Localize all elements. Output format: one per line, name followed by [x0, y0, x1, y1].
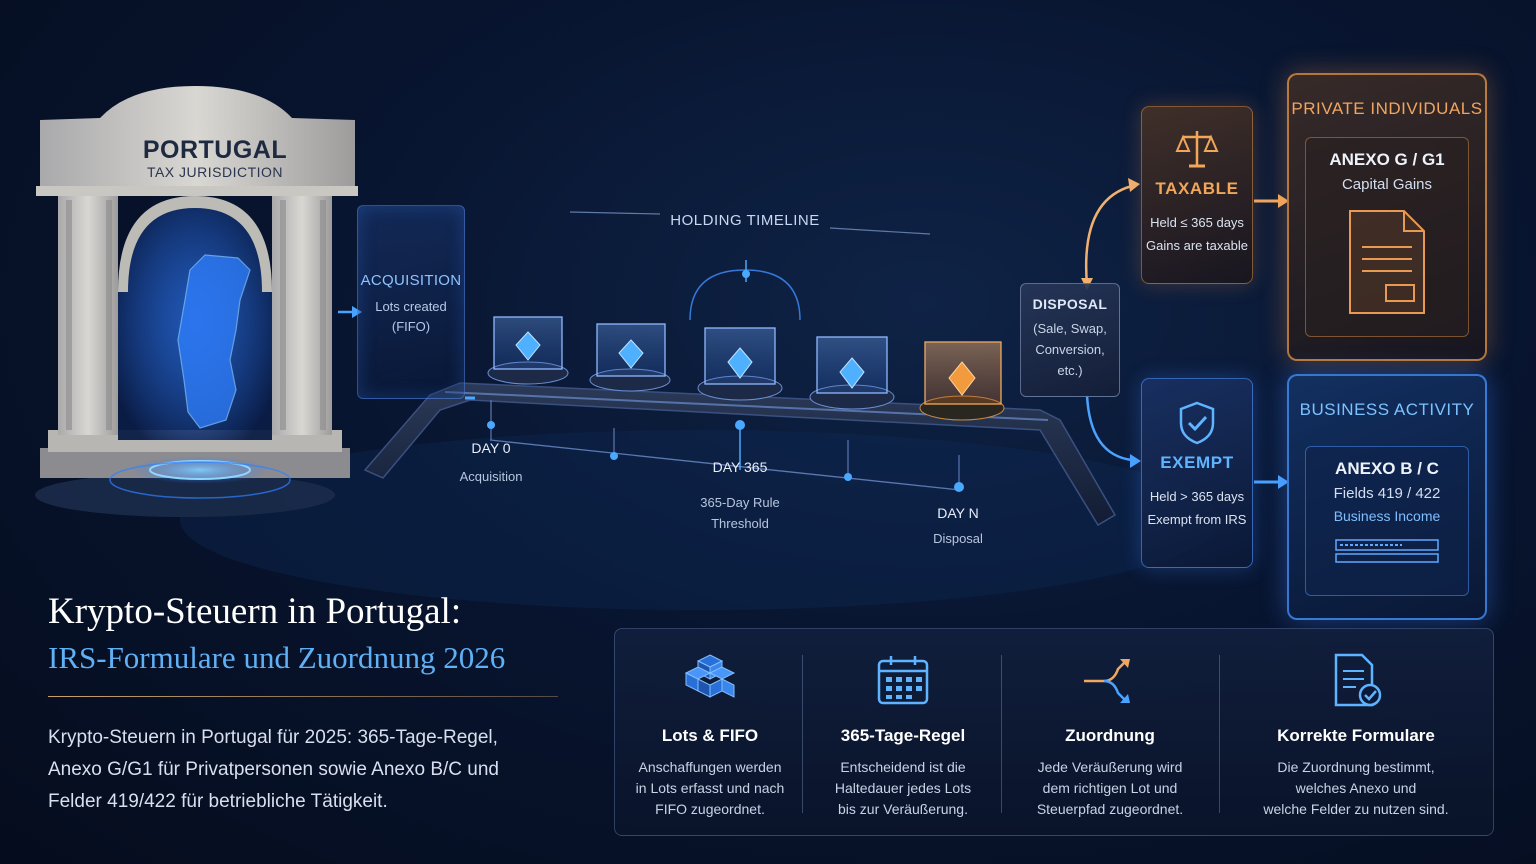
- feature-4-line3: welche Felder zu nutzen sind.: [1263, 801, 1449, 817]
- arch-title: PORTUGAL: [142, 136, 288, 164]
- business-desc: Business Income: [1333, 508, 1441, 524]
- business-title: BUSINESS ACTIVITY: [1299, 400, 1475, 419]
- business-form: ANEXO B / C: [1335, 459, 1439, 478]
- acquisition-card: ACQUISITION Lots created (FIFO): [357, 205, 465, 399]
- day365-sub2: Threshold: [711, 516, 769, 531]
- disposal-title: DISPOSAL: [1032, 296, 1108, 312]
- disposal-card: DISPOSAL (Sale, Swap, Conversion, etc.): [1020, 283, 1120, 397]
- feature-3-line2: dem richtigen Lot und: [1042, 780, 1178, 796]
- portugal-map: [177, 254, 251, 429]
- features-box: Lots & FIFO Anschaffungen werden in Lots…: [614, 628, 1494, 836]
- exempt-card: EXEMPT Held > 365 days Exempt from IRS: [1141, 378, 1253, 568]
- headline-subtitle: IRS-Formulare und Zuordnung 2026: [48, 640, 506, 675]
- lot-cube-1: [487, 316, 569, 385]
- feature-divider: [1001, 655, 1002, 813]
- business-activity-panel: BUSINESS ACTIVITY ANEXO B / C Fields 419…: [1287, 374, 1487, 620]
- taxable-line2: Gains are taxable: [1146, 238, 1248, 253]
- feature-2-line1: Entscheidend ist die: [840, 759, 966, 775]
- taxable-card: TAXABLE Held ≤ 365 days Gains are taxabl…: [1141, 106, 1253, 284]
- acquisition-line1: Lots created: [375, 299, 447, 314]
- taxable-line1: Held ≤ 365 days: [1150, 215, 1244, 230]
- document-icon: [1306, 207, 1468, 322]
- scales-icon: [1142, 125, 1252, 173]
- feature-2-line3: bis zur Veräußerung.: [838, 801, 968, 817]
- business-fields: Fields 419 / 422: [1333, 485, 1441, 502]
- feature-1-desc: Anschaffungen werden in Lots erfasst und…: [615, 757, 805, 820]
- private-form: ANEXO G / G1: [1329, 150, 1445, 169]
- form-icon: [1306, 536, 1468, 571]
- arch-subtitle: TAX JURISDICTION: [146, 164, 284, 180]
- exempt-line1: Held > 365 days: [1149, 489, 1245, 504]
- disposal-line2: Conversion,: [1035, 342, 1105, 357]
- arrow-disposal-exempt: [1085, 394, 1133, 462]
- day365-label: DAY 365: [712, 459, 768, 475]
- day365-sub: 365-Day Rule Threshold: [660, 492, 820, 534]
- feature-1-line1: Anschaffungen werden: [638, 759, 782, 775]
- feature-3-line3: Steuerpfad zugeordnet.: [1036, 801, 1184, 817]
- private-individuals-panel: PRIVATE INDIVIDUALS ANEXO G / G1 Capital…: [1287, 73, 1487, 361]
- private-title: PRIVATE INDIVIDUALS: [1291, 99, 1483, 118]
- portugal-arch: [35, 86, 358, 517]
- feature-3-desc: Jede Veräußerung wird dem richtigen Lot …: [1001, 757, 1219, 820]
- document-check-icon: [1219, 651, 1493, 711]
- feature-4-line2: welches Anexo und: [1295, 780, 1417, 796]
- threshold-arc: [689, 269, 801, 321]
- shield-check-icon: [1142, 399, 1252, 447]
- dayn-sub: Disposal: [933, 531, 983, 546]
- taxable-title: TAXABLE: [1155, 179, 1239, 198]
- exempt-line2: Exempt from IRS: [1147, 512, 1247, 527]
- floor-glow: [180, 430, 1220, 610]
- headline-divider: [48, 696, 558, 697]
- feature-1-title: Lots & FIFO: [661, 726, 759, 745]
- timeline-axis: [489, 439, 961, 491]
- split-arrow-icon: [1001, 651, 1219, 711]
- feature-4-title: Korrekte Formulare: [1277, 726, 1435, 745]
- exempt-title: EXEMPT: [1160, 453, 1234, 472]
- feature-3-title: Zuordnung: [1065, 726, 1155, 745]
- feature-3-line1: Jede Veräußerung wird: [1037, 759, 1183, 775]
- feature-zuordnung: Zuordnung Jede Veräußerung wird dem rich…: [1001, 629, 1219, 835]
- private-form-box: ANEXO G / G1 Capital Gains: [1305, 137, 1469, 337]
- feature-1-line3: FIFO zugeordnet.: [655, 801, 765, 817]
- feature-divider: [1219, 655, 1220, 813]
- feature-divider: [802, 655, 803, 813]
- business-form-box: ANEXO B / C Fields 419 / 422 Business In…: [1305, 446, 1469, 596]
- private-desc: Capital Gains: [1341, 176, 1433, 193]
- lot-cube-3: [697, 327, 783, 401]
- feature-4-desc: Die Zuordnung bestimmt, welches Anexo un…: [1219, 757, 1493, 820]
- feature-2-desc: Entscheidend ist die Haltedauer jedes Lo…: [805, 757, 1001, 820]
- acquisition-line2: (FIFO): [391, 319, 431, 334]
- exempt-desc: Held > 365 days Exempt from IRS: [1142, 485, 1252, 531]
- acquisition-desc: Lots created (FIFO): [358, 297, 464, 337]
- calendar-icon: [805, 651, 1001, 711]
- feature-1-line2: in Lots erfasst und nach: [635, 780, 785, 796]
- lot-cube-4: [809, 336, 895, 410]
- feature-lots-fifo: Lots & FIFO Anschaffungen werden in Lots…: [615, 629, 805, 835]
- day0-label: DAY 0: [471, 440, 511, 456]
- day365-sub1: 365-Day Rule: [700, 495, 780, 510]
- timeline-title: HOLDING TIMELINE: [670, 212, 820, 229]
- headline-description: Krypto-Steuern in Portugal für 2025: 365…: [48, 727, 499, 812]
- disposal-desc: (Sale, Swap, Conversion, etc.): [1021, 318, 1119, 381]
- feature-2-title: 365-Tage-Regel: [840, 726, 966, 745]
- lot-cube-2: [589, 323, 671, 392]
- day0-sub: Acquisition: [459, 469, 523, 484]
- acquisition-title: ACQUISITION: [360, 272, 462, 289]
- feature-365-rule: 365-Tage-Regel Entscheidend ist die Halt…: [805, 629, 1001, 835]
- arrow-disposal-taxable: [1084, 184, 1133, 286]
- dayn-label: DAY N: [937, 505, 979, 521]
- disposal-line1: (Sale, Swap,: [1033, 321, 1107, 336]
- feature-2-line2: Haltedauer jedes Lots: [834, 780, 972, 796]
- disposal-line3: etc.): [1057, 363, 1083, 378]
- taxable-desc: Held ≤ 365 days Gains are taxable: [1142, 211, 1252, 257]
- headline-title: Krypto-Steuern in Portugal:: [48, 591, 462, 632]
- cubes-icon: [615, 651, 805, 711]
- feature-korrekte-formulare: Korrekte Formulare Die Zuordnung bestimm…: [1219, 629, 1493, 835]
- lot-cube-5-disposed: [919, 341, 1005, 421]
- feature-4-line1: Die Zuordnung bestimmt,: [1277, 759, 1435, 775]
